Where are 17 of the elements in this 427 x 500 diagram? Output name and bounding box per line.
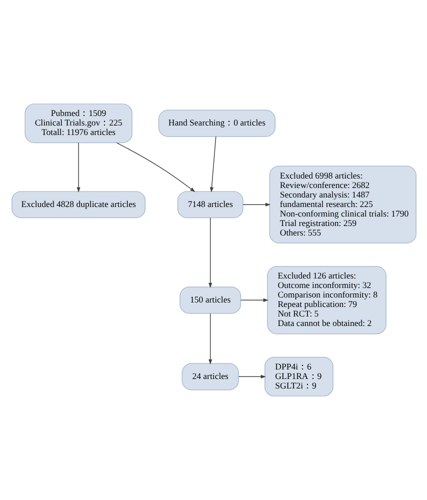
arrow <box>242 202 270 206</box>
node-box: 24 articles <box>181 363 238 390</box>
arrow <box>116 142 195 192</box>
arrow <box>209 136 216 192</box>
arrow <box>208 313 212 364</box>
node-box: Hand Searching：0 articles <box>158 110 275 137</box>
node-box: 7148 articles <box>176 191 243 218</box>
node-box: DPP4i：6 GLP1RA：9 SGLT2i：9 <box>264 356 333 396</box>
node-box: Excluded 126 articles: Outcome inconformity: 32 Comparison inconformity: 8 Repeat publication: 79 Not RCT: 5 Data cannot be obtained: 2 <box>266 266 386 334</box>
node-box: Excluded 6998 articles: Review/conference: 2682 Secondary analysis: 1487 fundamental research: 225 Non-conforming clinical trials: 1790 Trial registration: 259 Others: 555 <box>268 166 416 244</box>
arrow <box>76 142 80 192</box>
arrow <box>240 298 268 302</box>
arrow <box>238 374 266 378</box>
node-box: 150 articles <box>179 286 241 314</box>
node-box: Pubmed：1509 Clinical Trials.gov：225 Totall: 11976 articles <box>24 104 132 144</box>
node-box: Excluded 4828 duplicate articles <box>11 191 146 218</box>
arrow <box>208 217 212 288</box>
